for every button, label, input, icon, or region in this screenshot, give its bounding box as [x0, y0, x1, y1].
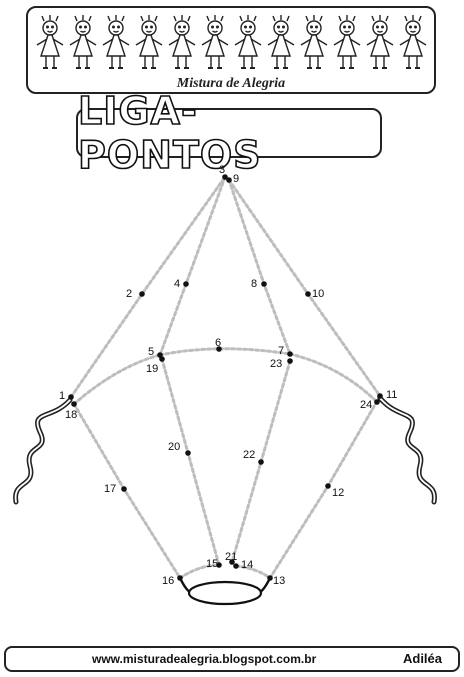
dot-1: 1	[59, 390, 74, 402]
dot-20: 20	[168, 441, 191, 456]
dot-11: 11	[377, 389, 397, 401]
dot-22: 22	[243, 449, 264, 465]
dot-marker	[185, 450, 191, 456]
dot-marker	[222, 174, 228, 180]
dot-number: 13	[273, 575, 285, 587]
dot-marker	[287, 358, 293, 364]
child-figure	[69, 15, 97, 69]
dot-marker	[233, 563, 239, 569]
dot-marker	[226, 177, 232, 183]
dot-19: 19	[146, 356, 165, 375]
dot-number: 17	[104, 483, 116, 495]
dot-marker	[121, 486, 127, 492]
footer-bar: www.misturadealegria.blogspot.com.br Adi…	[4, 646, 460, 672]
dot-number: 4	[174, 278, 180, 290]
dot-marker	[267, 575, 273, 581]
dot-4: 4	[174, 278, 189, 290]
dot-12: 12	[325, 483, 344, 499]
title-box: LIGA-PONTOS	[76, 88, 382, 178]
dot-marker	[159, 356, 165, 362]
dot-marker	[305, 291, 311, 297]
dot-marker	[68, 394, 74, 400]
dot-marker	[139, 291, 145, 297]
child-figure	[135, 15, 163, 69]
lantern-base-rim	[178, 577, 272, 594]
dot-number: 12	[332, 487, 344, 499]
dot-18: 18	[65, 401, 77, 421]
dot-number: 19	[146, 363, 158, 375]
page-title: LIGA-PONTOS	[77, 88, 262, 178]
dot-9: 9	[226, 173, 239, 185]
dot-number: 3	[219, 164, 225, 176]
children-illustration	[36, 15, 427, 69]
dot-marker	[177, 575, 183, 581]
child-figure	[102, 15, 130, 69]
dot-23: 23	[270, 358, 293, 370]
dot-6: 6	[215, 337, 222, 352]
dot-7: 7	[278, 345, 293, 357]
lantern-base	[187, 580, 263, 606]
child-figure	[267, 15, 295, 69]
child-figure	[333, 15, 361, 69]
dot-marker	[287, 351, 293, 357]
child-figure	[36, 15, 64, 69]
dot-number: 16	[162, 575, 174, 587]
dot-marker	[183, 281, 189, 287]
dot-number: 21	[225, 551, 237, 563]
dot-number: 18	[65, 409, 77, 421]
dot-number: 20	[168, 441, 180, 453]
footer-author: Adiléa	[402, 651, 442, 666]
dot-number: 1	[59, 390, 65, 402]
dot-number: 5	[148, 346, 154, 358]
dot-marker	[261, 281, 267, 287]
child-figure	[366, 15, 394, 69]
dot-number: 24	[360, 399, 372, 411]
dot-14: 14	[233, 559, 253, 571]
dot-2: 2	[126, 288, 145, 300]
dot-marker	[216, 562, 222, 568]
dot-marker	[71, 401, 77, 407]
footer-url: www.misturadealegria.blogspot.com.br	[92, 652, 317, 666]
dot-marker	[258, 459, 264, 465]
dot-marker	[374, 399, 380, 405]
child-figure	[399, 15, 427, 69]
dot-13: 13	[267, 575, 285, 587]
dot-number: 10	[312, 288, 324, 300]
dot-number: 11	[386, 389, 397, 401]
dot-21: 21	[225, 551, 237, 565]
dot-8: 8	[251, 278, 267, 290]
child-figure	[201, 15, 229, 69]
dot-15: 15	[206, 558, 222, 570]
dot-marker	[216, 346, 222, 352]
dot-marker	[229, 559, 235, 565]
dot-number: 2	[126, 288, 132, 300]
right-streamer	[377, 395, 437, 505]
brand-name: Mistura de Alegria	[176, 76, 286, 91]
dot-number: 23	[270, 358, 282, 370]
dot-number: 6	[215, 337, 221, 349]
dot-16: 16	[162, 575, 183, 587]
header-banner: Mistura de Alegria	[26, 6, 436, 94]
dot-24: 24	[360, 399, 380, 411]
dot-3: 3	[219, 164, 228, 180]
child-figure	[168, 15, 196, 69]
child-figure	[234, 15, 262, 69]
child-figure	[300, 15, 328, 69]
dot-17: 17	[104, 483, 127, 495]
dot-number: 9	[233, 173, 239, 185]
dotted-guide-lines	[69, 175, 382, 580]
dot-marker	[377, 393, 383, 399]
dot-number: 14	[241, 559, 253, 571]
dot-marker	[325, 483, 331, 489]
dot-number: 22	[243, 449, 255, 461]
dot-10: 10	[305, 288, 324, 300]
dot-number: 15	[206, 558, 218, 570]
dot-number: 7	[278, 345, 284, 357]
dot-number: 8	[251, 278, 257, 290]
